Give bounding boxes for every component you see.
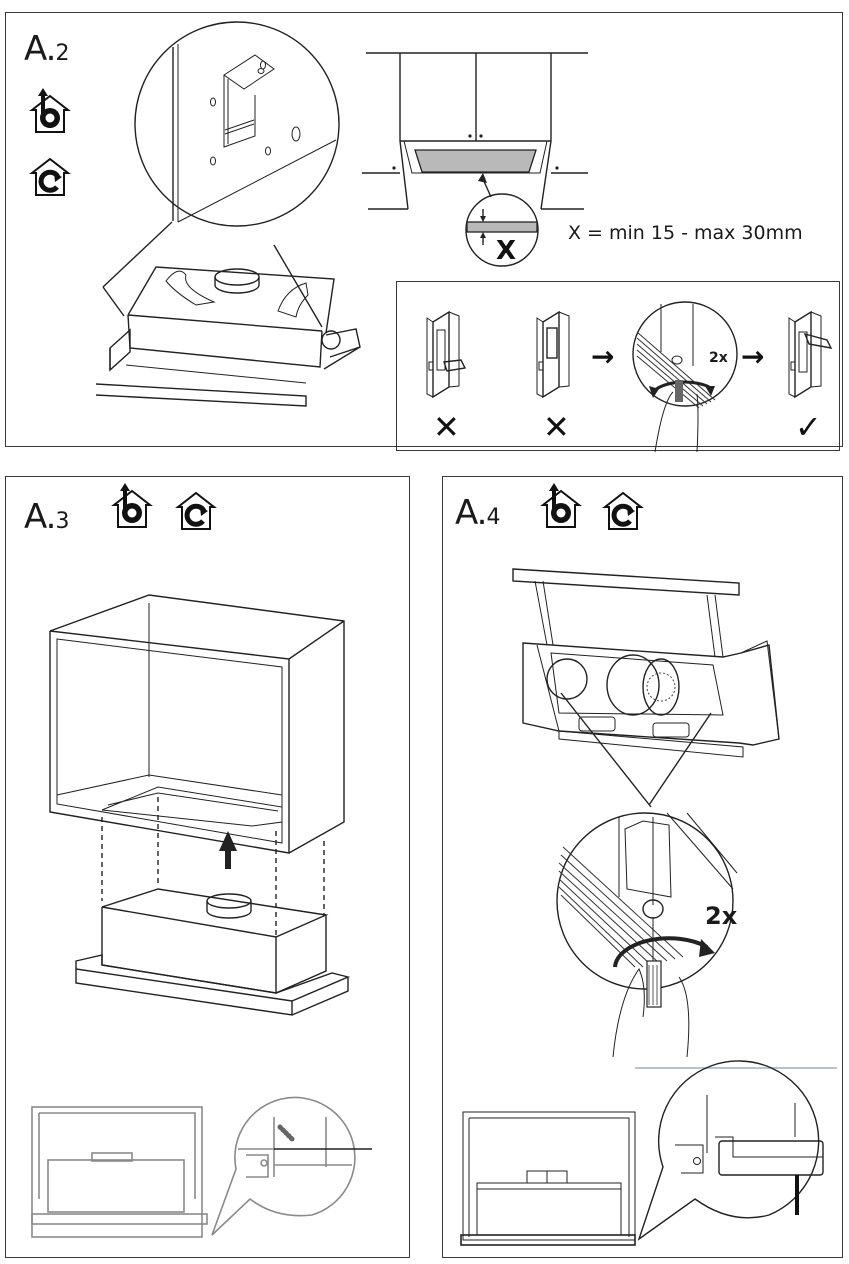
incorrect-mark: ✕ (433, 408, 460, 446)
bracket-detail-magnifier (102, 21, 340, 328)
cabinet-front-view (362, 52, 588, 267)
repeat-count-label: 2x (709, 350, 728, 366)
step-a4-label: A.4 (455, 493, 500, 533)
step-a3-label: A.3 (24, 497, 69, 537)
step-a3-panel: A.3 (5, 476, 410, 1258)
recirculation-icon (602, 491, 644, 530)
screw-tightening-detail (556, 812, 738, 1058)
step-number: 4 (486, 505, 501, 530)
cabinet-and-hood-insertion-drawing (49, 594, 351, 1016)
recirculation-icon (29, 157, 71, 196)
dimension-x-marker: X (496, 236, 517, 266)
step-letter: A. (24, 497, 56, 537)
divider (635, 1067, 837, 1069)
step-a2-panel: A.2 (5, 12, 843, 453)
bracket-state-correct (788, 310, 833, 399)
hood-isometric-drawing (95, 266, 361, 407)
ducted-extraction-icon (29, 88, 71, 133)
step-number: 3 (55, 509, 70, 534)
side-view-with-callout (460, 1060, 824, 1246)
side-view-with-callout (31, 1096, 372, 1238)
ducted-extraction-icon (111, 483, 153, 528)
step-a2-label: A.2 (24, 29, 69, 69)
incorrect-mark: ✕ (543, 408, 570, 446)
screwdriver-action-detail (632, 301, 738, 453)
step-a4-panel: A.4 (442, 476, 843, 1258)
sequence-arrow: → (591, 340, 615, 373)
step-number: 2 (55, 41, 70, 66)
correct-mark: ✓ (795, 408, 822, 446)
repeat-count-label: 2x (705, 902, 738, 930)
hood-with-fan-drawing (512, 568, 780, 808)
gap-detail-circle (465, 193, 539, 267)
bracket-state-incorrect-1 (426, 310, 467, 399)
bracket-state-incorrect-2 (536, 310, 570, 399)
recirculation-icon (175, 491, 217, 530)
bracket-sequence-panel: ✕ ✕ → 2x (396, 281, 840, 453)
sequence-arrow: → (741, 340, 765, 373)
ducted-extraction-icon (540, 483, 582, 528)
step-letter: A. (24, 29, 56, 69)
gap-spec-text: X = min 15 - max 30mm (568, 222, 803, 244)
step-letter: A. (455, 493, 487, 533)
